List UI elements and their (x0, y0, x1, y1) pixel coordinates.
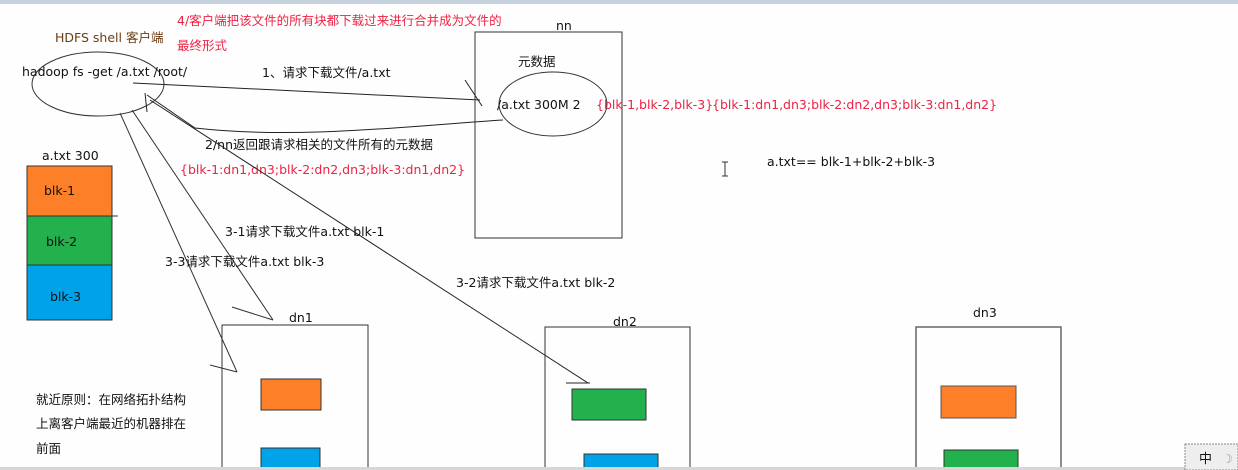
metadata-blocks: {blk-1,blk-2,blk-3} (596, 97, 713, 112)
dn2-block-2 (571, 388, 647, 421)
top-border (0, 0, 1238, 4)
step2-label: 2/nn返回跟请求相关的文件所有的元数据 (205, 137, 433, 152)
dn1-block-3 (260, 447, 321, 470)
dn3-label: dn3 (973, 305, 997, 320)
metadata-locations: {blk-1:dn1,dn3;blk-2:dn2,dn3;blk-3:dn1,d… (712, 97, 997, 112)
ime-toolbar[interactable]: 中 ☽ (1184, 443, 1238, 470)
file-label: a.txt 300 (42, 148, 99, 163)
file-block-3-label: blk-3 (50, 289, 81, 304)
request-32-line (149, 99, 589, 384)
dn1-label: dn1 (289, 310, 313, 325)
horizontal-scrollbar[interactable] (0, 467, 1238, 470)
metadata-title: 元数据 (518, 54, 556, 69)
file-block-1-label: blk-1 (44, 183, 75, 198)
file-block-3 (26, 264, 113, 321)
client-command: hadoop fs -get /a.txt /root/ (22, 64, 188, 79)
request-31-label: 3-1请求下载文件a.txt blk-1 (225, 224, 384, 239)
dn2-box (544, 326, 691, 470)
step4-line2: 最终形式 (177, 38, 228, 53)
client-title: HDFS shell 客户端 (55, 30, 163, 45)
request-31-arrowhead (231, 306, 274, 321)
step4-line1: 4/客户端把该文件的所有块都下载过来进行合并成为文件的 (177, 13, 502, 28)
moon-icon[interactable]: ☽ (1222, 452, 1233, 466)
dn2-label: dn2 (613, 314, 637, 329)
ime-mode[interactable]: 中 (1199, 452, 1212, 467)
file-block-2-label: blk-2 (46, 234, 77, 249)
request-33-arrowhead (209, 364, 238, 373)
step2-arrowhead (144, 92, 148, 113)
dn3-block-2 (943, 449, 1019, 470)
request-32-label: 3-2请求下载文件a.txt blk-2 (456, 275, 615, 290)
client-ellipse (31, 51, 165, 117)
step2-arrow (146, 94, 504, 134)
principle-line2: 上离客户端最近的机器排在 (36, 416, 186, 431)
principle-line3: 前面 (36, 441, 61, 456)
formula: a.txt== blk-1+blk-2+blk-3 (767, 154, 935, 169)
request-33-label: 3-3请求下载文件a.txt blk-3 (165, 254, 324, 269)
file-block-1 (26, 165, 113, 217)
principle-line1: 就近原则：在网络拓扑结构 (36, 392, 186, 407)
dn3-box (915, 326, 1062, 470)
step2-metadata: {blk-1:dn1,dn3;blk-2:dn2,dn3;blk-3:dn1,d… (180, 162, 465, 177)
metadata-ellipse (498, 71, 608, 137)
namenode-label: nn (556, 18, 572, 33)
metadata-entry: /a.txt 300M 2 (497, 97, 581, 112)
step1-arrowhead (464, 79, 483, 107)
text-cursor-icon (722, 161, 728, 177)
dn1-block-1 (260, 378, 322, 411)
dn1-box (221, 324, 369, 470)
request-33-line (119, 112, 238, 373)
dn3-block-1 (940, 385, 1017, 419)
namenode-box (474, 31, 623, 239)
step1-label: 1、请求下载文件/a.txt (262, 65, 391, 80)
step1-arrow (132, 82, 481, 101)
request-31-line (131, 109, 274, 321)
